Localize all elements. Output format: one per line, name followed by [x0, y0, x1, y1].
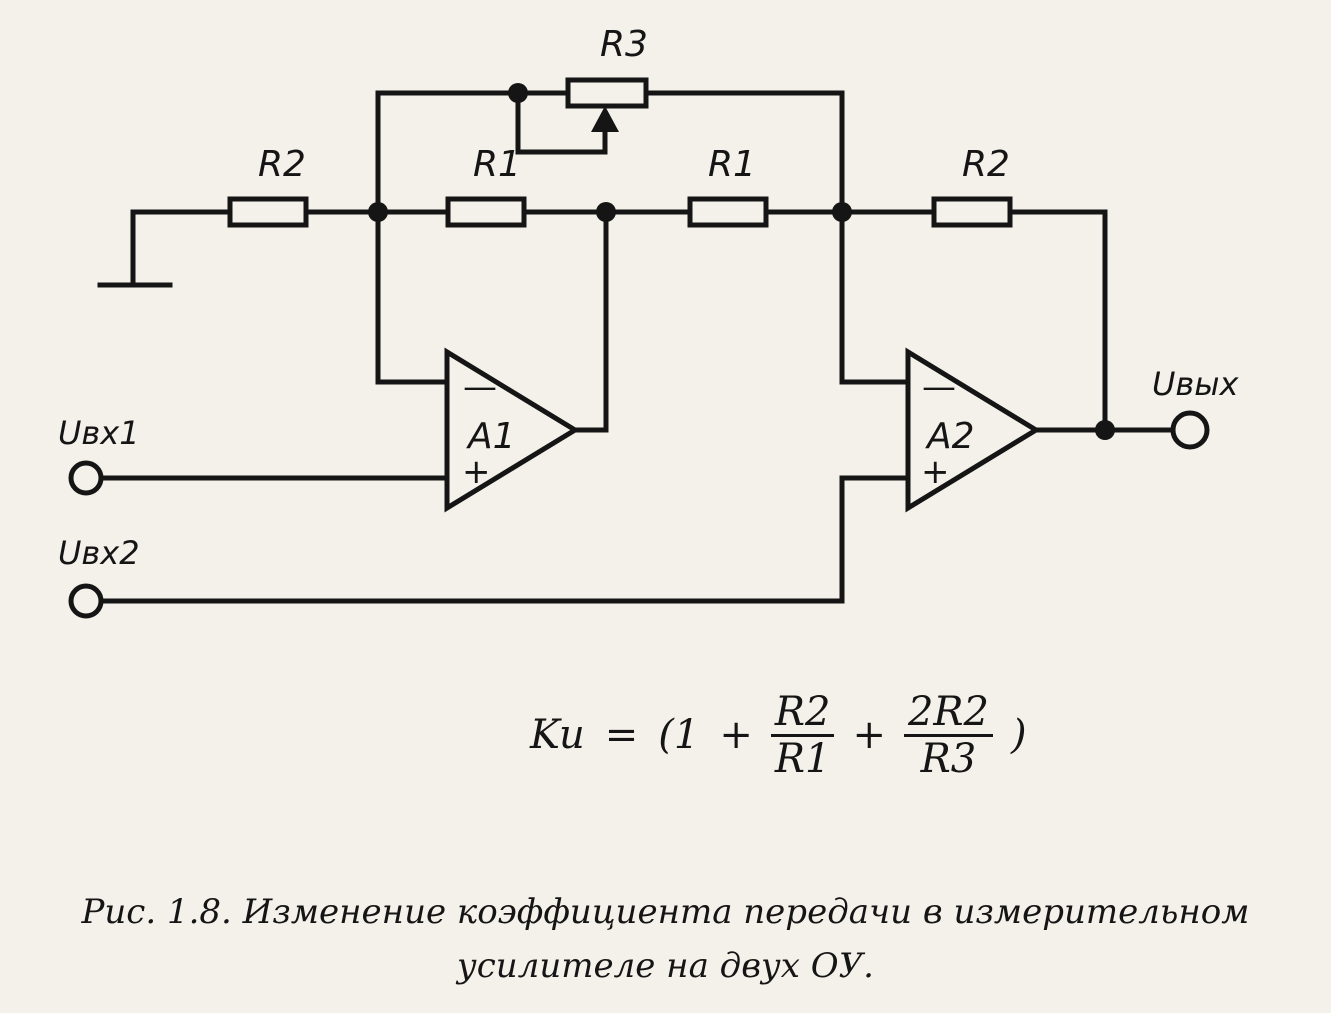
- label-uin2: Uвx2: [58, 534, 140, 572]
- fraction-1-numerator: R2: [774, 688, 831, 735]
- fraction-1-denominator: R1: [774, 735, 831, 782]
- fraction-2-numerator: 2R2: [907, 688, 989, 735]
- wire-a1-output: [572, 209, 609, 433]
- potentiometer-wiper-wire: [515, 90, 608, 155]
- fraction-2r2-over-r3: 2R2 R3: [903, 688, 993, 782]
- fraction-r2-over-r1: R2 R1: [770, 688, 835, 782]
- label-r1-left: R1: [473, 144, 521, 185]
- label-r2-right: R2: [962, 144, 1010, 185]
- wire-a2-inverting: [839, 209, 911, 385]
- a2-plus-sign: +: [921, 452, 950, 492]
- terminal-uin1: [68, 460, 104, 496]
- fraction-2-denominator: R3: [920, 735, 977, 782]
- fraction-2-bar: [903, 733, 993, 737]
- resistor-r1-left: [445, 196, 527, 228]
- fraction-1-bar: [770, 733, 835, 737]
- terminal-uout: [1170, 410, 1210, 450]
- terminal-uin2: [68, 583, 104, 619]
- formula-equals: =: [604, 712, 639, 758]
- junction-r3-wiper: [508, 83, 528, 103]
- formula-plus-2: +: [852, 712, 886, 758]
- junction-r2-r1: [368, 202, 388, 222]
- a1-plus-sign: +: [462, 452, 491, 492]
- label-r2-left: R2: [258, 144, 306, 185]
- junction-a1-output: [596, 202, 616, 222]
- formula-lhs: Ku: [530, 712, 585, 758]
- a2-minus-sign: —: [922, 367, 956, 407]
- label-a2: A2: [925, 416, 975, 457]
- resistor-r1-right: [687, 196, 769, 228]
- label-r1-right: R1: [708, 144, 756, 185]
- potentiometer-wiper-arrow: [591, 106, 619, 132]
- wire-a1-inverting: [375, 209, 450, 385]
- label-uin1: Uвx1: [58, 414, 140, 452]
- wire-r3-left: [375, 90, 571, 215]
- wire-r2-to-output: [1007, 209, 1108, 433]
- formula-close: ): [1010, 712, 1027, 758]
- wire-uin2: [100, 475, 911, 604]
- opamp-a2: [905, 347, 1041, 513]
- ground-wire: [130, 209, 233, 286]
- gain-formula: Ku = (1 + R2 R1 + 2R2 R3 ): [520, 690, 1037, 780]
- junction-output: [1095, 420, 1115, 440]
- opamp-a1: [444, 347, 580, 513]
- resistor-r2-right: [931, 196, 1013, 228]
- a1-minus-sign: —: [463, 367, 497, 407]
- label-a1: A1: [466, 416, 516, 457]
- resistor-r3: [565, 77, 649, 109]
- formula-open: (1: [658, 712, 700, 758]
- caption-line-2: усилителе на двух ОУ.: [457, 946, 874, 986]
- label-uout: Uвых: [1152, 365, 1240, 403]
- label-r3: R3: [600, 24, 648, 65]
- wire-r3-right: [643, 90, 845, 215]
- resistor-r2-left: [227, 196, 309, 228]
- junction-r1-r2: [832, 202, 852, 222]
- formula-plus-1: +: [719, 712, 753, 758]
- figure-caption: Рис. 1.8. Изменение коэффициента передач…: [0, 885, 1331, 993]
- caption-line-1: Рис. 1.8. Изменение коэффициента передач…: [81, 892, 1250, 932]
